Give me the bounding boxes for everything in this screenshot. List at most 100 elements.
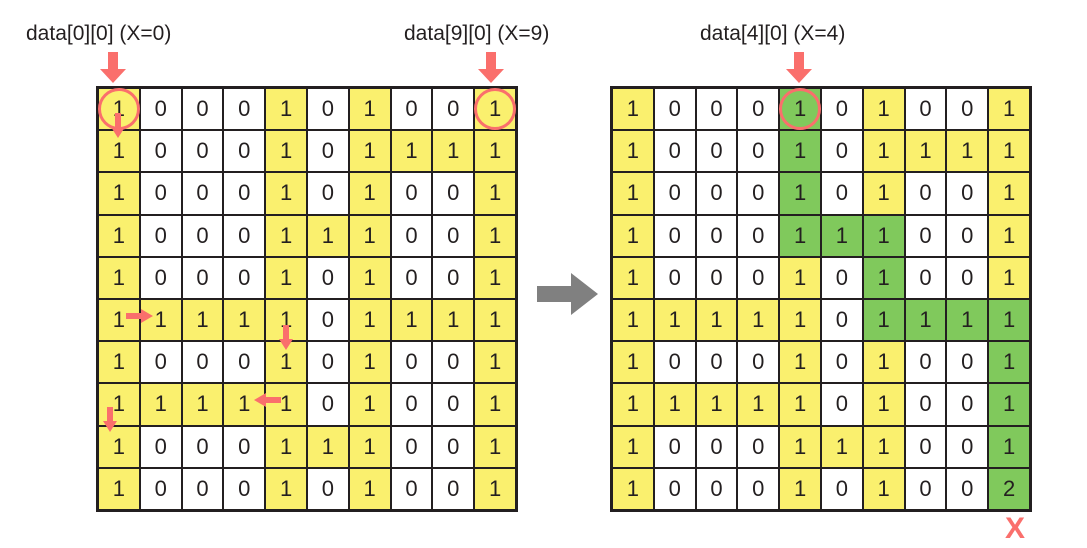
grid-cell: 1 [265, 256, 307, 299]
grid-cell: 1 [98, 425, 140, 468]
grid-cell: 1 [348, 214, 391, 257]
grid-cell: 0 [946, 172, 989, 215]
cell-value: 0 [710, 264, 723, 290]
grid-cell: 0 [306, 88, 349, 131]
transform-arrow-icon [537, 271, 599, 322]
grid-cell: 1 [862, 256, 905, 299]
cell-value: 0 [321, 349, 334, 375]
grid-cell: 0 [139, 425, 182, 468]
cell-value: 0 [447, 391, 460, 417]
grid-cell: 0 [737, 88, 780, 131]
cell-value: 0 [238, 349, 251, 375]
grid-cell: 0 [390, 214, 433, 257]
grid-cell: 1 [474, 425, 516, 468]
cell-value: 1 [793, 391, 807, 417]
cell-value: 1 [793, 307, 807, 333]
cell-value: 0 [405, 391, 418, 417]
cell-value: 0 [752, 433, 765, 459]
grid-cell: 1 [348, 467, 391, 510]
cell-value: 0 [961, 264, 974, 290]
cell-value: 0 [196, 349, 209, 375]
grid-cell: 0 [904, 256, 947, 299]
grid-cell: 1 [390, 298, 433, 342]
cell-value: 1 [1002, 307, 1016, 333]
label-left-end: data[9][0] (X=9) [404, 22, 550, 45]
cell-value: 0 [835, 96, 848, 122]
cell-value: 1 [279, 96, 293, 122]
grid-cell: 1 [904, 298, 947, 342]
cell-value: 1 [835, 433, 848, 459]
grid-cell: 0 [139, 172, 182, 215]
grid-cell: 1 [862, 383, 905, 426]
grid-cell: 1 [474, 88, 517, 131]
grid-cell: 1 [988, 298, 1030, 342]
grid-cell: 1 [223, 298, 266, 342]
cell-value: 0 [668, 180, 681, 206]
grid-cell: 0 [904, 172, 947, 215]
grid-cell: 1 [737, 298, 780, 342]
grid-cell: 1 [779, 214, 821, 257]
grid-cell: 0 [223, 256, 266, 299]
cell-value: 1 [1002, 264, 1016, 290]
grid-cell: 1 [737, 383, 780, 426]
grid-cell: 0 [946, 88, 989, 131]
cell-value: 1 [112, 180, 126, 206]
grid-cell: 1 [97, 88, 140, 131]
cell-value: 1 [626, 180, 640, 206]
grid-cell: 1 [612, 467, 654, 510]
grid-cell: 0 [432, 214, 475, 257]
grid-cell: 1 [348, 341, 391, 384]
grid-cell: 0 [306, 256, 349, 299]
grid-cell: 0 [139, 256, 182, 299]
grid-cell: 0 [139, 88, 182, 131]
grid-cell: 0 [820, 88, 863, 131]
grid-cell: 0 [820, 130, 863, 173]
cell-value: 0 [196, 138, 209, 164]
grid-cell: 0 [223, 341, 266, 384]
grid-cell: 0 [432, 383, 475, 426]
grid-cell: 1 [820, 425, 863, 468]
cell-value: 1 [488, 138, 502, 164]
cell-value: 0 [154, 222, 167, 248]
grid-cell: 0 [390, 256, 433, 299]
cell-value: 1 [668, 391, 681, 417]
cell-value: 1 [238, 307, 251, 333]
cell-value: 1 [919, 307, 932, 333]
cell-value: 0 [447, 349, 460, 375]
grid-cell: 1 [265, 298, 307, 342]
cell-value: 1 [793, 264, 807, 290]
grid-cell: 1 [988, 130, 1030, 173]
cell-value: 0 [447, 180, 460, 206]
grid-cell: 0 [946, 214, 989, 257]
grid-cell: 1 [348, 88, 391, 131]
cell-value: 1 [710, 307, 723, 333]
cell-value: 0 [668, 138, 681, 164]
cell-value: 0 [710, 180, 723, 206]
cell-value: 1 [112, 391, 126, 417]
grid-cell: 1 [779, 88, 822, 131]
grid-cell: 1 [474, 383, 516, 426]
cell-value: 1 [112, 222, 126, 248]
grid-cell: 0 [390, 425, 433, 468]
cell-value: 1 [363, 264, 376, 290]
cell-value: 0 [154, 349, 167, 375]
cell-value: 1 [279, 307, 293, 333]
grid-cell: 1 [988, 425, 1030, 468]
cell-value: 1 [279, 138, 293, 164]
cell-value: 0 [238, 475, 251, 501]
cell-value: 0 [919, 264, 932, 290]
grid-cell: 0 [820, 256, 863, 299]
grid-cell: 0 [432, 341, 475, 384]
cell-value: 1 [488, 307, 502, 333]
cell-value: 0 [752, 475, 765, 501]
cell-value: 0 [321, 391, 334, 417]
grid-cell: 1 [653, 383, 696, 426]
cell-value: 1 [877, 264, 890, 290]
cell-value: 1 [626, 475, 640, 501]
grid-cell: 1 [862, 172, 905, 215]
grid-cell: 0 [653, 172, 696, 215]
cell-value: 0 [405, 264, 418, 290]
cell-value: 1 [877, 475, 890, 501]
grid-cell: 0 [695, 341, 738, 384]
